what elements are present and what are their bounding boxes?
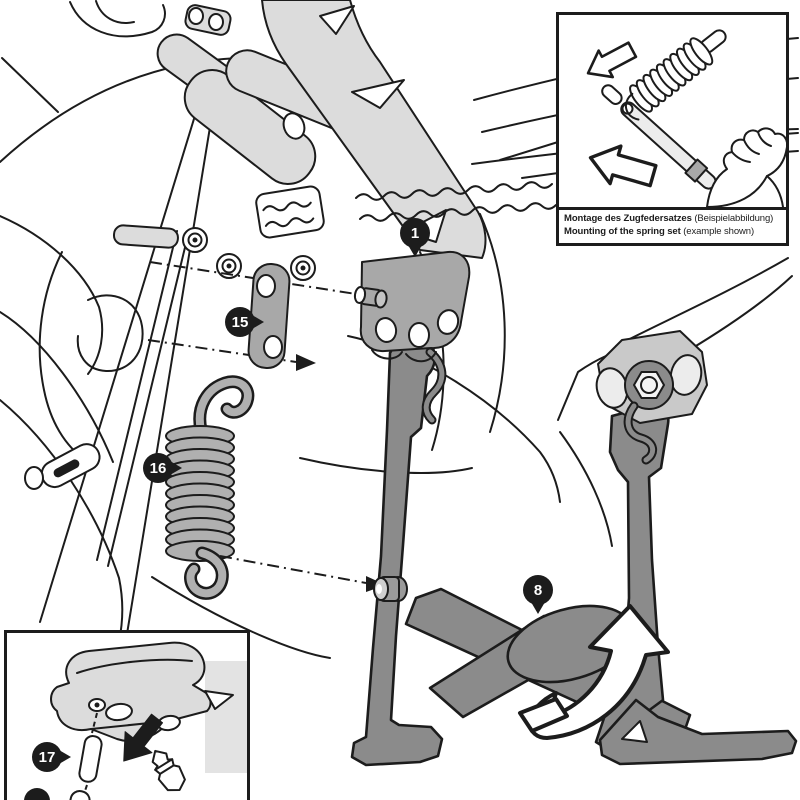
inset-caption: Montage des Zugfedersatzes (Beispielabbi… bbox=[559, 207, 786, 240]
mounting-bracket bbox=[353, 250, 471, 363]
center-stand bbox=[350, 340, 798, 767]
callout-1-label: 1 bbox=[410, 224, 420, 242]
inset-sidestand-detail bbox=[4, 630, 250, 800]
drive-chain bbox=[355, 181, 557, 222]
pull-arrow-large-icon bbox=[588, 144, 658, 188]
right-mount-bracket bbox=[595, 330, 708, 465]
rubber-cap bbox=[151, 749, 186, 792]
callout-8: 8 bbox=[523, 575, 553, 605]
stand-link-plate bbox=[147, 261, 357, 371]
pivot-pin-leader bbox=[219, 555, 408, 602]
callout-17-label: 17 bbox=[38, 748, 56, 766]
stand-leg-end bbox=[50, 641, 234, 742]
caption-german: Montage des Zugfedersatzes (Beispielabbi… bbox=[564, 213, 774, 224]
caption-english: Mounting of the spring set (example show… bbox=[564, 225, 755, 237]
callout-1: 1 bbox=[400, 218, 430, 248]
inset-spring-mounting: Montage des Zugfedersatzes (Beispielabbi… bbox=[556, 12, 789, 246]
bracket-bolt bbox=[353, 286, 388, 309]
rotation-arrow-icon bbox=[518, 604, 670, 740]
pull-arrow-small-icon bbox=[586, 41, 638, 79]
callout-16: 16 bbox=[143, 453, 173, 483]
inset-spring bbox=[624, 29, 727, 121]
hand bbox=[706, 127, 786, 207]
callout-17: 17 bbox=[32, 742, 62, 772]
callout-15-label: 15 bbox=[231, 313, 249, 331]
stand-pin bbox=[78, 735, 103, 783]
motorcycle-lineart bbox=[0, 0, 799, 663]
callout-8-label: 8 bbox=[533, 581, 543, 599]
spring-tool-rod bbox=[601, 84, 717, 190]
callout-16-label: 16 bbox=[149, 459, 167, 477]
insert-arrow-icon bbox=[123, 713, 164, 762]
inset-sidestand-illustration bbox=[24, 641, 247, 800]
tension-spring bbox=[165, 375, 255, 600]
inset-spring-illustration bbox=[586, 29, 786, 207]
callout-15: 15 bbox=[225, 307, 255, 337]
pivot-pin bbox=[373, 576, 408, 602]
